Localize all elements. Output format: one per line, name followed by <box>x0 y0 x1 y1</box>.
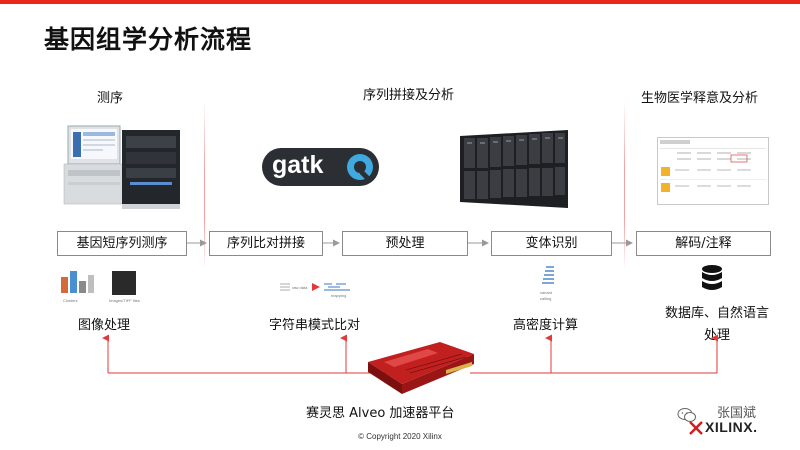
section-biomedical: 生物医学释意及分析 <box>641 91 759 106</box>
caption-string-matching: 字符串模式比对 <box>269 318 361 333</box>
section-divider-left <box>204 100 205 270</box>
clusters-icon <box>61 271 94 293</box>
raw-data-label: raw data <box>292 285 308 290</box>
copyright-text: © Copyright 2020 Xilinx <box>358 432 442 441</box>
xilinx-logo-mark <box>689 421 703 435</box>
caption-image-processing: 图像处理 <box>78 318 131 333</box>
server-rack-image <box>460 130 568 208</box>
section-sequencing: 测序 <box>97 91 124 106</box>
platform-connector-arrows <box>102 334 718 374</box>
images-label: Images/TIFF files <box>109 298 140 303</box>
dashboard-screenshot <box>657 137 769 205</box>
watermark-text: 张国斌 <box>717 406 757 421</box>
section-divider-right <box>624 100 625 270</box>
clusters-label: Clusters <box>63 298 78 303</box>
mapping-label: mapping <box>331 293 347 298</box>
platform-label: 赛灵思 Alveo 加速器平台 <box>306 406 455 421</box>
pipeline-step-alignment: 序列比对拼接 <box>209 231 323 256</box>
pipeline-arrows <box>186 239 633 247</box>
caption-db-nlp-line1: 数据库、自然语言 <box>664 306 769 321</box>
calling-label: calling <box>540 296 552 301</box>
pipeline-step-annotation: 解码/注释 <box>636 231 771 256</box>
top-accent-bar <box>0 0 800 4</box>
tiff-image-icon <box>112 271 136 295</box>
mapping-graphic <box>280 283 350 291</box>
variant-calling-graphic <box>542 266 554 284</box>
fpga-card-image <box>368 342 474 394</box>
variant-label: variant <box>540 290 553 295</box>
pipeline-step-preprocessing: 预处理 <box>342 231 468 256</box>
pipeline-step-sequencing: 基因短序列测序 <box>57 231 187 256</box>
gatk-logo-text: gatk <box>272 151 324 179</box>
gatk-logo <box>262 148 379 186</box>
wechat-icon <box>677 408 696 422</box>
page-title: 基因组学分析流程 <box>44 25 253 54</box>
caption-hpc: 高密度计算 <box>513 318 579 333</box>
section-alignment: 序列拼接及分析 <box>363 88 455 103</box>
sequencer-image <box>63 125 180 209</box>
pipeline-step-variant-calling: 变体识别 <box>491 231 612 256</box>
database-icon <box>702 265 722 290</box>
xilinx-logo-text: XILINX. <box>705 419 758 435</box>
